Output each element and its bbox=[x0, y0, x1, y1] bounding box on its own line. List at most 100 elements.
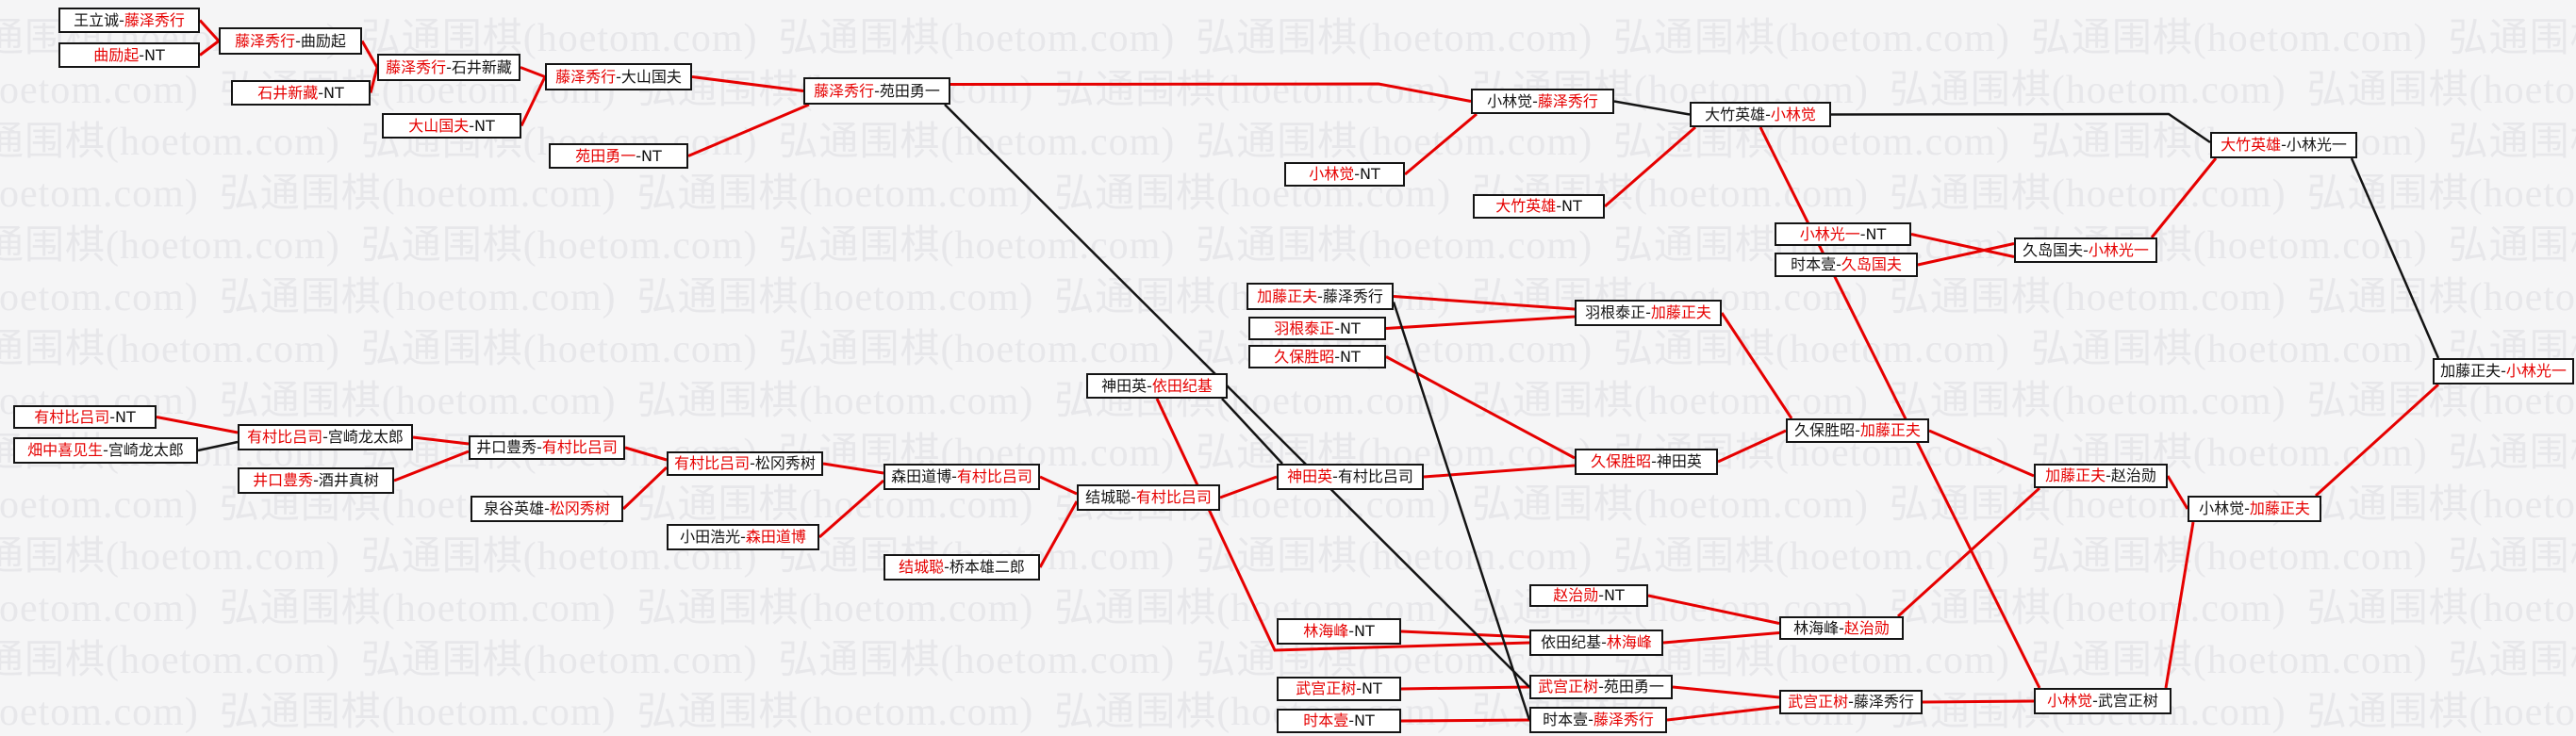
player-name-right: 久岛国夫 bbox=[1841, 255, 1902, 273]
player-name-right: 松冈秀树 bbox=[549, 499, 610, 517]
player-name-right: 苑田勇一 bbox=[1603, 678, 1664, 695]
player-name-right: 赵治勋 bbox=[2110, 466, 2156, 484]
player-name-right: 森田道博 bbox=[745, 528, 806, 546]
player-name-left: 武宫正树 bbox=[1538, 678, 1599, 695]
player-name-left: 小林觉 bbox=[2199, 499, 2245, 517]
vs-dash: - bbox=[1598, 586, 1605, 604]
player-name-left: 藤泽秀行 bbox=[235, 31, 296, 50]
player-name-right: 藤泽秀行 bbox=[1537, 91, 1598, 110]
player-name-left: 武宫正树 bbox=[1788, 693, 1849, 711]
connector-red-n5-n7 bbox=[520, 66, 546, 78]
player-name-left: 小林觉 bbox=[1309, 165, 1355, 183]
connector-red-n38-n42 bbox=[1400, 685, 1530, 691]
vs-dash: - bbox=[1855, 421, 1860, 439]
vs-dash: - bbox=[139, 45, 145, 64]
match-box-小林觉-藤泽秀行: 小林觉-藤泽秀行 bbox=[1471, 89, 1614, 114]
connector-red-n31-n32 bbox=[621, 466, 669, 511]
match-box-神田英-有村比吕司: 神田英-有村比吕司 bbox=[1277, 464, 1424, 490]
vs-dash: - bbox=[2105, 466, 2111, 484]
vs-dash: - bbox=[1334, 347, 1341, 366]
player-name-left: 羽根泰正 bbox=[1274, 319, 1335, 337]
vs-dash: - bbox=[2083, 240, 2089, 259]
player-name-left: 加藤正夫 bbox=[2045, 466, 2106, 484]
player-name-right: NT bbox=[1362, 679, 1382, 697]
vs-dash: - bbox=[1556, 197, 1562, 215]
player-name-right: 宫崎龙太郎 bbox=[107, 441, 184, 459]
match-box-武宫正树-藤泽秀行: 武宫正树-藤泽秀行 bbox=[1779, 690, 1923, 714]
player-name-left: 大竹英雄 bbox=[1495, 197, 1557, 215]
player-name-left: 藤泽秀行 bbox=[555, 67, 617, 86]
player-name-left: 神田英 bbox=[1287, 467, 1333, 485]
player-name-right: 武宫正树 bbox=[2097, 692, 2158, 710]
player-name-left: 森田道博 bbox=[891, 467, 952, 485]
vs-dash: - bbox=[1317, 286, 1323, 305]
player-name-left: 结城聪 bbox=[899, 558, 945, 576]
player-name-right: 酒井真树 bbox=[318, 471, 379, 489]
match-box-有村比吕司-NT: 有村比吕司-NT bbox=[13, 405, 157, 429]
connector-red-n10-n11 bbox=[1404, 112, 1478, 176]
vs-dash: - bbox=[2092, 692, 2098, 710]
player-name-right: 藤泽秀行 bbox=[1322, 286, 1383, 305]
connector-red-n9-n11 bbox=[949, 82, 1472, 103]
match-box-羽根泰正-加藤正夫: 羽根泰正-加藤正夫 bbox=[1575, 300, 1722, 326]
match-box-羽根泰正-NT: 羽根泰正-NT bbox=[1248, 317, 1386, 340]
player-name-right: NT bbox=[474, 116, 495, 135]
player-name-left: 林海峰 bbox=[1303, 622, 1349, 640]
player-name-left: 小林光一 bbox=[1799, 224, 1860, 243]
match-box-依田纪基-林海峰: 依田纪基-林海峰 bbox=[1529, 630, 1663, 656]
connector-black-n18-n43 bbox=[1392, 302, 1531, 721]
player-name-right: 赵治勋 bbox=[1843, 618, 1890, 637]
match-box-久保胜昭-神田英: 久保胜昭-神田英 bbox=[1575, 449, 1718, 475]
player-name-right: NT bbox=[1354, 622, 1375, 640]
vs-dash: - bbox=[740, 528, 746, 546]
vs-dash: - bbox=[1588, 711, 1593, 728]
match-box-林海峰-NT: 林海峰-NT bbox=[1277, 618, 1401, 645]
connector-red-n45-n46 bbox=[1922, 699, 2035, 704]
connector-red-n36-n25 bbox=[1219, 475, 1278, 499]
vs-dash: - bbox=[1645, 303, 1651, 321]
player-name-left: 小林觉 bbox=[1487, 91, 1533, 110]
player-name-left: 王立诚 bbox=[74, 10, 120, 29]
connector-red-n39-n43 bbox=[1400, 718, 1530, 723]
match-box-大竹英雄-小林觉: 大竹英雄-小林觉 bbox=[1690, 102, 1831, 127]
match-box-畑中喜见生-宫崎龙太郎: 畑中喜见生-宫崎龙太郎 bbox=[13, 437, 198, 464]
player-name-left: 时本壹 bbox=[1543, 711, 1589, 728]
vs-dash: - bbox=[537, 438, 542, 456]
vs-dash: - bbox=[2501, 362, 2506, 380]
connector-black-n14-n49 bbox=[2350, 157, 2440, 359]
vs-dash: - bbox=[544, 499, 550, 517]
player-name-right: 加藤正夫 bbox=[1650, 303, 1711, 321]
connector-red-n21-n23 bbox=[1720, 312, 1793, 419]
player-name-right: 大山国夫 bbox=[620, 67, 682, 86]
player-name-right: NT bbox=[1354, 711, 1375, 729]
match-box-藤泽秀行-石井新藏: 藤泽秀行-石井新藏 bbox=[377, 54, 520, 81]
vs-dash: - bbox=[2281, 136, 2287, 154]
connector-red-n29-n30 bbox=[393, 450, 470, 482]
connector-red-n22-n23 bbox=[1717, 429, 1787, 464]
connector-red-n30-n32 bbox=[624, 446, 668, 462]
vs-dash: - bbox=[1848, 693, 1854, 711]
connector-black-n9-n42 bbox=[944, 104, 1530, 688]
match-box-大竹英雄-小林光一: 大竹英雄-小林光一 bbox=[2210, 132, 2357, 158]
player-name-left: 时本壹 bbox=[1791, 255, 1837, 273]
player-name-left: 小林觉 bbox=[2047, 692, 2093, 710]
player-name-right: NT bbox=[641, 146, 662, 165]
match-box-曲励起-NT: 曲励起-NT bbox=[58, 42, 200, 68]
player-name-left: 井口豊秀 bbox=[253, 471, 314, 489]
connector-red-n12-n13 bbox=[1604, 125, 1696, 208]
connector-red-n6-n7 bbox=[520, 75, 547, 127]
match-box-小林光一-NT: 小林光一-NT bbox=[1775, 222, 1911, 246]
watermark-text: 弘通围棋(hoetom.com) 弘通围棋(hoetom.com) 弘通围棋(h… bbox=[0, 380, 2576, 423]
vs-dash: - bbox=[1839, 618, 1844, 637]
connector-red-n4-n5 bbox=[369, 67, 379, 93]
match-box-藤泽秀行-曲励起: 藤泽秀行-曲励起 bbox=[219, 27, 362, 55]
player-name-right: NT bbox=[323, 83, 344, 102]
vs-dash: - bbox=[295, 31, 301, 50]
match-box-大山国夫-NT: 大山国夫-NT bbox=[382, 113, 521, 139]
player-name-right: 有村比吕司 bbox=[956, 467, 1032, 485]
player-name-right: NT bbox=[1561, 197, 1582, 215]
connector-red-n16-n17 bbox=[1917, 242, 2015, 267]
match-box-小林觉-武宫正树: 小林觉-武宫正树 bbox=[2034, 688, 2171, 714]
